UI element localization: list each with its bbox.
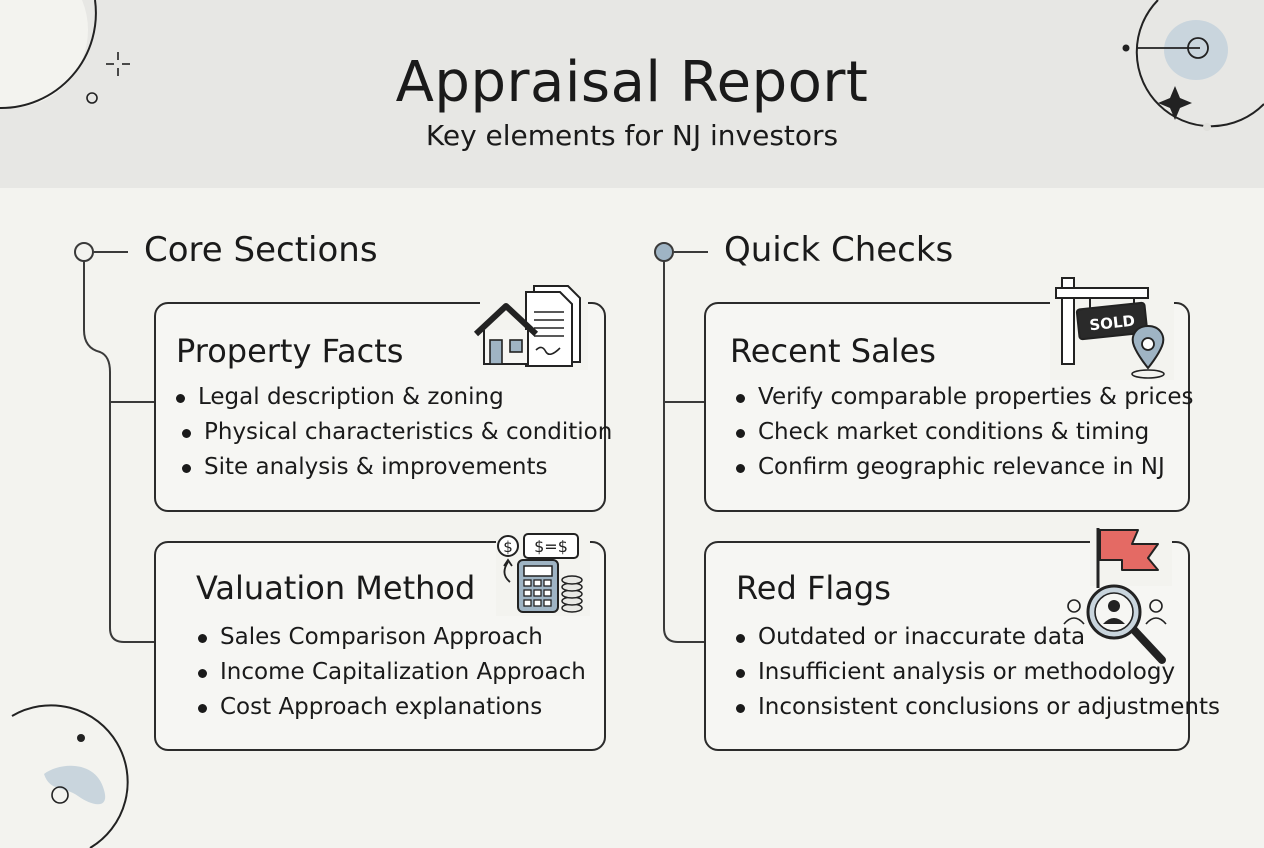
list-item: Outdated or inaccurate data bbox=[734, 620, 1220, 655]
sold-sign-text: SOLD bbox=[1089, 312, 1136, 335]
card-title: Red Flags bbox=[736, 569, 891, 607]
list-item: Cost Approach explanations bbox=[196, 690, 586, 725]
house-document-icon bbox=[473, 278, 588, 370]
list-item: Verify comparable properties & prices bbox=[734, 380, 1194, 415]
red-flag-magnifier-icon bbox=[1063, 524, 1172, 664]
svg-text:$=$: $=$ bbox=[534, 537, 568, 556]
calculator-money-icon: $ $=$ bbox=[496, 528, 590, 616]
list-item: Check market conditions & timing bbox=[734, 415, 1194, 450]
card-title: Valuation Method bbox=[196, 569, 476, 607]
bullet-list: Verify comparable properties & prices Ch… bbox=[734, 380, 1194, 485]
card-valuation-method: Valuation Method Sales Comparison Approa… bbox=[154, 541, 606, 751]
sold-sign-icon: SOLD bbox=[1050, 277, 1174, 380]
list-item: Legal description & zoning bbox=[174, 380, 612, 415]
bullet-list: Legal description & zoning Physical char… bbox=[174, 380, 612, 485]
page-subtitle: Key elements for NJ investors bbox=[425, 119, 839, 152]
header-band bbox=[0, 0, 1264, 188]
bullet-list: Sales Comparison Approach Income Capital… bbox=[196, 620, 586, 725]
right-node-icon bbox=[654, 242, 674, 262]
card-title: Recent Sales bbox=[730, 332, 936, 370]
left-node-icon bbox=[74, 242, 94, 262]
list-item: Site analysis & improvements bbox=[180, 450, 612, 485]
list-item: Inconsistent conclusions or adjustments bbox=[734, 690, 1220, 725]
list-item: Physical characteristics & condition bbox=[180, 415, 612, 450]
column-title-quick-checks: Quick Checks bbox=[724, 230, 954, 270]
page-title: Appraisal Report bbox=[395, 50, 869, 115]
list-item: Sales Comparison Approach bbox=[196, 620, 586, 655]
card-title: Property Facts bbox=[176, 332, 404, 370]
bullet-list: Outdated or inaccurate data Insufficient… bbox=[734, 620, 1220, 725]
column-title-core-sections: Core Sections bbox=[144, 230, 378, 270]
list-item: Confirm geographic relevance in NJ bbox=[734, 450, 1194, 485]
list-item: Income Capitalization Approach bbox=[196, 655, 586, 690]
list-item: Insufficient analysis or methodology bbox=[734, 655, 1220, 690]
svg-text:$: $ bbox=[503, 538, 513, 556]
